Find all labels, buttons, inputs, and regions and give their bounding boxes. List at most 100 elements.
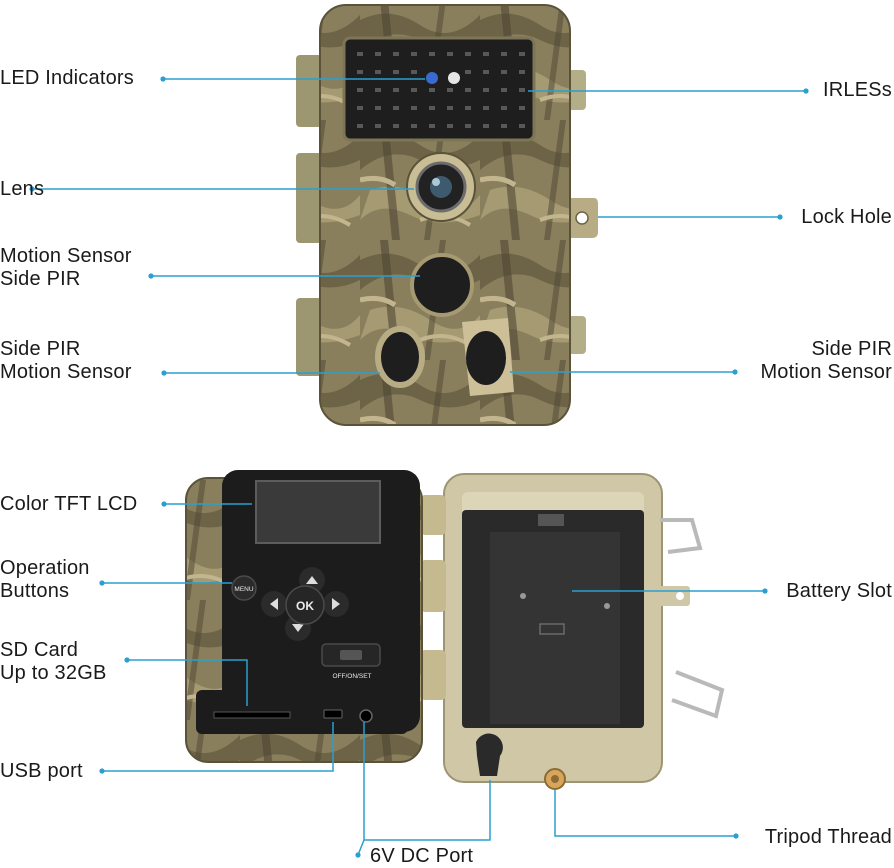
ir-led bbox=[501, 70, 507, 74]
leader-dot bbox=[160, 76, 166, 82]
label-operation-buttons: Operation Buttons bbox=[0, 557, 90, 602]
label-usb-port: USB port bbox=[0, 760, 83, 782]
leader-dot bbox=[777, 214, 783, 220]
label-lens: Lens bbox=[0, 178, 45, 200]
leader-dot bbox=[355, 852, 361, 858]
ir-led bbox=[375, 106, 381, 110]
leader-dot bbox=[161, 370, 167, 376]
leader-line bbox=[364, 780, 491, 841]
ir-led bbox=[411, 106, 417, 110]
label-dc-port: 6V DC Port bbox=[370, 845, 474, 867]
ir-led bbox=[519, 88, 525, 92]
ir-led bbox=[465, 124, 471, 128]
leader-dot bbox=[803, 88, 809, 94]
leader-line bbox=[554, 790, 736, 837]
ir-led bbox=[357, 70, 363, 74]
menu-button-label: MENU bbox=[234, 586, 253, 593]
led-indicator-blue bbox=[426, 72, 438, 84]
ir-led bbox=[483, 124, 489, 128]
ok-button-label: OK bbox=[296, 599, 314, 613]
ir-led bbox=[411, 124, 417, 128]
sd-card-slot bbox=[213, 711, 291, 719]
leader-dot bbox=[733, 833, 739, 839]
ir-led bbox=[429, 124, 435, 128]
ir-led bbox=[375, 88, 381, 92]
ir-led bbox=[393, 106, 399, 110]
ir-led bbox=[519, 124, 525, 128]
label-lock-hole: Lock Hole bbox=[801, 206, 892, 228]
ok-button bbox=[285, 585, 325, 625]
lock-hole bbox=[575, 211, 589, 225]
ir-led bbox=[483, 88, 489, 92]
ir-led bbox=[393, 52, 399, 56]
ir-led bbox=[393, 124, 399, 128]
ir-led bbox=[465, 106, 471, 110]
label-tripod-thread: Tripod Thread bbox=[764, 826, 892, 848]
ir-led bbox=[447, 52, 453, 56]
side-pir-left bbox=[375, 326, 425, 388]
label-led-indicators: LED Indicators bbox=[0, 67, 134, 89]
ir-led bbox=[357, 124, 363, 128]
label-irless: IRLESs bbox=[822, 79, 892, 101]
ir-led bbox=[501, 52, 507, 56]
ir-led bbox=[375, 52, 381, 56]
side-pir-right bbox=[466, 331, 506, 385]
ir-led bbox=[429, 52, 435, 56]
ir-led bbox=[519, 106, 525, 110]
d-pad: OK bbox=[261, 567, 349, 641]
ir-led bbox=[501, 124, 507, 128]
camera-front bbox=[296, 4, 598, 426]
leader-dot bbox=[732, 369, 738, 375]
ir-led bbox=[465, 70, 471, 74]
leader-dot bbox=[161, 501, 167, 507]
label-color-tft-lcd: Color TFT LCD bbox=[0, 493, 138, 515]
led-indicator-white bbox=[448, 72, 460, 84]
leader-dot bbox=[99, 580, 105, 586]
leader-line bbox=[127, 659, 248, 706]
ir-led-panel bbox=[342, 36, 536, 142]
ir-led bbox=[501, 88, 507, 92]
ir-led bbox=[465, 52, 471, 56]
ir-led bbox=[429, 106, 435, 110]
label-sd-card: SD Card Up to 32GB bbox=[0, 639, 107, 684]
leader-dot bbox=[148, 273, 154, 279]
hinge-left-mid bbox=[296, 153, 322, 243]
ir-led bbox=[411, 88, 417, 92]
ir-led bbox=[519, 70, 525, 74]
hinge-left-top bbox=[296, 55, 322, 127]
camera-open: MENU OK OFF/ON/SET bbox=[185, 470, 725, 790]
ir-led bbox=[483, 106, 489, 110]
leader-lines bbox=[32, 78, 806, 856]
ir-led bbox=[393, 70, 399, 74]
leader-dots bbox=[29, 76, 809, 858]
latch-right-bottom bbox=[568, 316, 586, 354]
leader-dot bbox=[124, 657, 130, 663]
ir-led bbox=[447, 124, 453, 128]
label-side-pir-right: Side PIR Motion Sensor bbox=[760, 338, 892, 383]
ir-led bbox=[357, 88, 363, 92]
color-tft-lcd bbox=[255, 480, 381, 544]
dc-port bbox=[359, 709, 373, 723]
ir-led bbox=[483, 52, 489, 56]
ir-led bbox=[483, 70, 489, 74]
hinge-left-bottom bbox=[296, 298, 322, 376]
ir-led bbox=[501, 106, 507, 110]
latch-right-top bbox=[568, 70, 586, 110]
ir-led bbox=[375, 70, 381, 74]
ir-led bbox=[447, 106, 453, 110]
keyhole-icon bbox=[476, 733, 503, 776]
leader-dot bbox=[29, 186, 35, 192]
ir-led bbox=[375, 124, 381, 128]
power-switch-label: OFF/ON/SET bbox=[333, 673, 372, 680]
ir-led bbox=[519, 52, 525, 56]
label-motion-sensor-side-pir: Motion Sensor Side PIR bbox=[0, 245, 132, 290]
ir-led bbox=[393, 88, 399, 92]
ir-led bbox=[465, 88, 471, 92]
battery-icon bbox=[539, 623, 565, 635]
ir-led bbox=[429, 88, 435, 92]
usb-port bbox=[323, 709, 343, 719]
ir-led-array bbox=[357, 52, 525, 128]
ir-led bbox=[411, 70, 417, 74]
ir-led bbox=[411, 52, 417, 56]
